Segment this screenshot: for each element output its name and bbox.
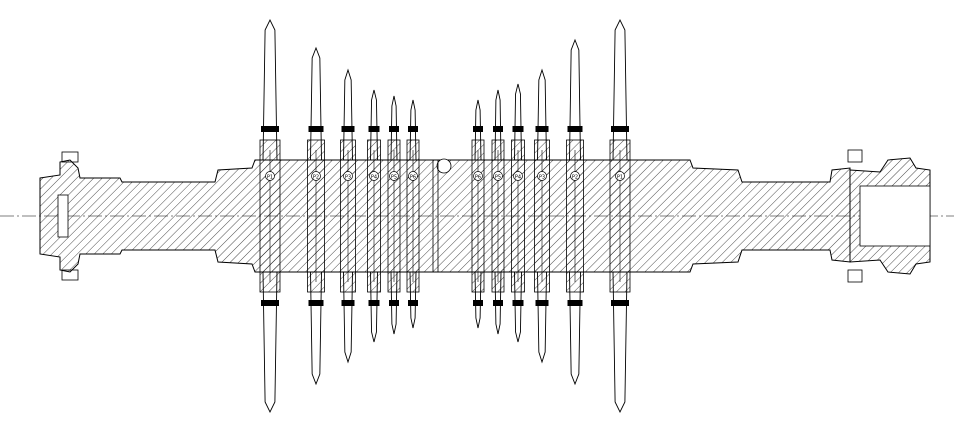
stage-marker-label: P5: [495, 175, 501, 181]
left-bearing-bottom: [61, 269, 79, 281]
stage-marker: [311, 171, 321, 181]
blade-root-band: [341, 300, 355, 306]
blade-lower: [612, 271, 628, 414]
right-bearing-bottom: [847, 269, 863, 283]
blade-root-band: [493, 126, 503, 132]
stage-marker: [473, 171, 483, 181]
stage-marker: [570, 171, 580, 181]
stage-markers: P1 P2 P3 P4 P5 P6 P6 P5 P4 P3 P2 P1: [265, 171, 625, 181]
blade-upper: [262, 18, 278, 161]
stage-marker-label: P5: [391, 175, 397, 181]
left-coupling-bore: [57, 194, 69, 238]
right-coupling-bore: [859, 185, 931, 247]
stage-marker: [493, 171, 503, 181]
blade-root-band: [341, 126, 355, 132]
blade-root-band: [408, 300, 418, 306]
right-bearing-top: [847, 149, 863, 163]
blade-root-band: [493, 300, 503, 306]
stage-marker: [513, 171, 523, 181]
blade-root-band: [368, 126, 380, 132]
stage-marker-label: P1: [617, 175, 623, 181]
stage-marker: [265, 171, 275, 181]
blade-root-band: [567, 300, 583, 306]
blade-root-band: [512, 126, 524, 132]
blade-root-band: [408, 126, 418, 132]
stage-marker: [343, 171, 353, 181]
center-detail-circle: [436, 158, 452, 174]
stage-marker-label: P2: [572, 175, 578, 181]
blade-root-band: [389, 126, 399, 132]
stage-marker: [369, 171, 379, 181]
blade-root-band: [473, 126, 483, 132]
blade-root-band: [611, 300, 629, 306]
blade-root-band: [368, 300, 380, 306]
stage-marker: [389, 171, 399, 181]
stage-marker-label: P2: [313, 175, 319, 181]
stage-marker-label: P6: [475, 175, 481, 181]
stage-marker-label: P1: [267, 175, 273, 181]
blade-lower: [262, 271, 278, 414]
stage-marker: [408, 171, 418, 181]
rotor-shaft: [39, 159, 851, 273]
blade-root-band: [611, 126, 629, 132]
blade-root-band: [308, 300, 324, 306]
stage-marker-label: P6: [410, 175, 416, 181]
blade-root-band: [473, 300, 483, 306]
stage-marker-label: P3: [345, 175, 351, 181]
blade-root-band: [308, 126, 324, 132]
stage-marker: [537, 171, 547, 181]
stage-marker-label: P3: [539, 175, 545, 181]
blade-root-band: [535, 126, 549, 132]
blade-upper: [612, 18, 628, 161]
blade-root-band: [389, 300, 399, 306]
blade-root-band: [512, 300, 524, 306]
stage-marker: [615, 171, 625, 181]
blade-root-band: [535, 300, 549, 306]
stage-marker-label: P4: [371, 175, 377, 181]
blade-root-band: [261, 126, 279, 132]
stage-marker-label: P4: [515, 175, 521, 181]
blade-root-band: [567, 126, 583, 132]
blade-root-band: [261, 300, 279, 306]
left-bearing-top: [61, 151, 79, 163]
